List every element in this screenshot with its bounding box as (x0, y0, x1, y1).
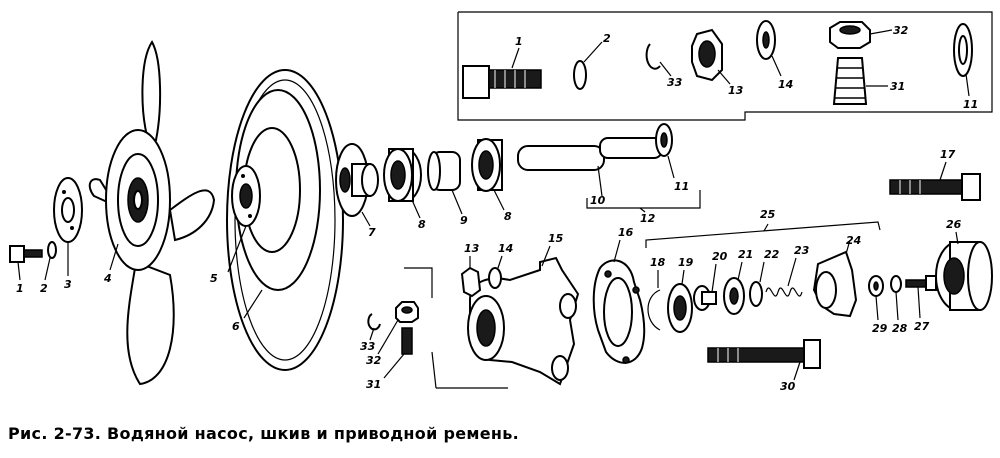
impeller-19 (667, 269, 693, 333)
washer-14 (488, 255, 503, 289)
cover-26 (935, 231, 993, 311)
label-23: 23 (794, 244, 810, 257)
guide-lines (404, 267, 508, 389)
spring-23 (765, 257, 803, 297)
hub-7 (335, 143, 379, 227)
label-1: 1 (16, 282, 24, 295)
lock-washer-33 (367, 313, 381, 341)
bracket-25 (645, 221, 881, 248)
inset-nut-13 (691, 28, 731, 85)
label-10: 10 (590, 194, 606, 207)
figure-caption: Рис. 2-73. Водяной насос, шкив и приводн… (8, 424, 520, 443)
callout-labels: 1 2 33 13 14 32 31 11 1 2 3 4 5 6 7 8 9 … (16, 24, 978, 393)
inset-stud-31 (832, 57, 888, 105)
label-31: 31 (366, 378, 381, 391)
nut-13 (460, 256, 482, 298)
spacer-9 (427, 151, 463, 215)
label-12: 12 (640, 212, 656, 225)
label-17: 17 (940, 148, 956, 161)
label-inset-13: 13 (728, 84, 744, 97)
bolt-17 (889, 161, 981, 201)
spring-washer-2 (44, 241, 57, 281)
fan-blade-right (168, 189, 216, 242)
label-15: 15 (548, 232, 564, 245)
label-25: 25 (760, 208, 776, 221)
pump-housing-15 (467, 245, 580, 386)
retaining-ring-18 (647, 270, 661, 331)
label-inset-32: 32 (893, 24, 909, 37)
seal-ring-22 (749, 261, 765, 307)
label-30: 30 (780, 380, 796, 393)
label-13: 13 (464, 242, 480, 255)
inset-washer-14 (756, 20, 782, 77)
label-inset-1: 1 (515, 35, 523, 48)
inset-bolt-1 (462, 47, 542, 99)
fan-blade-lower (126, 260, 175, 386)
label-inset-31: 31 (890, 80, 905, 93)
seal-ring-21 (723, 261, 745, 315)
label-28: 28 (892, 322, 908, 335)
label-32: 32 (366, 354, 382, 367)
seal-part-20 (693, 263, 717, 311)
label-33: 33 (360, 340, 376, 353)
label-19: 19 (678, 256, 694, 269)
shaft-10 (517, 137, 663, 197)
washer-3 (53, 177, 83, 276)
label-3: 3 (64, 278, 72, 291)
label-4: 4 (103, 272, 112, 285)
label-29: 29 (872, 322, 888, 335)
label-6: 6 (232, 320, 240, 333)
label-21: 21 (738, 248, 753, 261)
label-inset-33: 33 (667, 76, 683, 89)
washer-28 (890, 275, 902, 321)
label-18: 18 (650, 256, 666, 269)
stud-31 (383, 327, 413, 379)
gasket-16 (592, 239, 646, 364)
label-16: 16 (618, 226, 634, 239)
label-27: 27 (914, 320, 930, 333)
label-11: 11 (674, 180, 689, 193)
bolt-1 (9, 245, 43, 281)
nut-32 (377, 301, 419, 355)
coupling-24 (812, 239, 858, 318)
label-5: 5 (210, 272, 218, 285)
bearing-8-right (471, 138, 505, 211)
label-14: 14 (498, 242, 513, 255)
label-7: 7 (368, 226, 376, 239)
bolt-30 (707, 339, 821, 381)
label-20: 20 (712, 250, 728, 263)
fastener-inset (457, 11, 993, 121)
label-inset-11: 11 (963, 98, 978, 111)
pulley-5 (227, 89, 321, 319)
label-9: 9 (460, 214, 468, 227)
bolt-27 (905, 275, 937, 319)
inset-nut-32 (829, 21, 893, 49)
label-inset-14: 14 (778, 78, 793, 91)
washer-29 (868, 275, 884, 321)
washer-11 (655, 123, 675, 179)
bearing-8-left (383, 148, 422, 219)
inset-lock-washer-33 (645, 43, 672, 77)
label-26: 26 (946, 218, 962, 231)
label-inset-2: 2 (603, 32, 611, 45)
label-2: 2 (40, 282, 48, 295)
bracket-12 (586, 190, 701, 213)
inset-spring-washer-2 (573, 41, 603, 90)
label-24: 24 (846, 234, 861, 247)
label-22: 22 (764, 248, 780, 261)
exploded-view-diagram: 1 2 33 13 14 32 31 11 1 2 3 4 5 6 7 8 9 … (9, 11, 993, 393)
fan-hub-4 (105, 129, 171, 271)
label-8-left: 8 (418, 218, 426, 231)
inset-washer-11 (953, 23, 973, 97)
fan-blade-upper (141, 40, 162, 141)
label-8-right: 8 (504, 210, 512, 223)
